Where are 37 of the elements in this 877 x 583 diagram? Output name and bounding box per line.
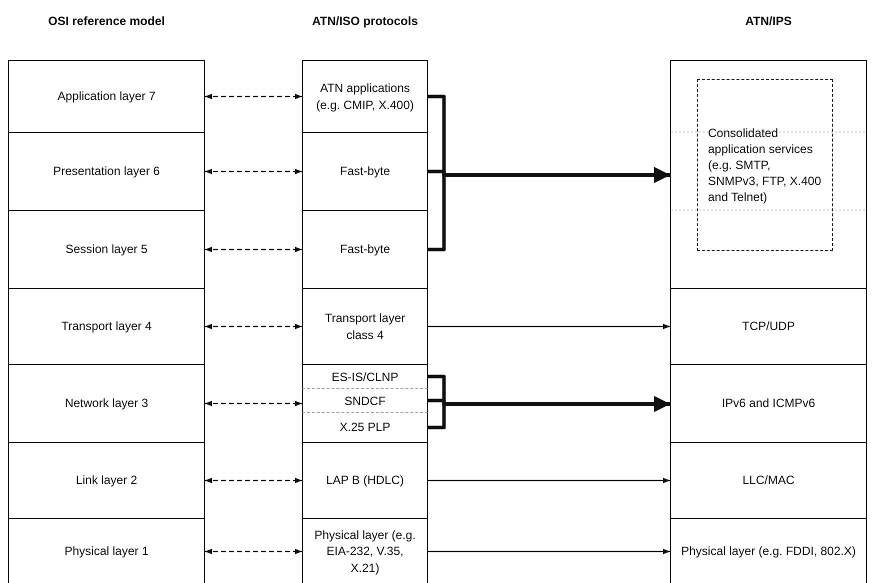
- protocol-cell: ES-IS/CLNP: [302, 364, 428, 389]
- layer-box: Physical layer (e.g. EIA-232, V.35, X.21): [302, 518, 428, 583]
- arrow: [428, 478, 670, 484]
- arrow: [428, 396, 670, 430]
- layer-box: Physical layer (e.g. FDDI, 802.X): [670, 518, 867, 583]
- layer-box: Fast-byte: [302, 210, 428, 289]
- arrow: [205, 400, 302, 406]
- column-heading: ATN/IPS: [744, 14, 793, 28]
- layer-box: [670, 60, 867, 289]
- protocol-cell: X.25 PLP: [302, 412, 428, 443]
- arrow: [428, 167, 670, 252]
- layer-box: Fast-byte: [302, 132, 428, 211]
- arrow: [428, 548, 670, 554]
- layer-box: TCP/UDP: [670, 288, 867, 365]
- layer-box: Transport layer 4: [8, 288, 205, 365]
- arrow: [205, 548, 302, 554]
- column-heading: OSI reference model: [47, 14, 166, 28]
- arrow: [428, 324, 670, 330]
- column-heading: ATN/ISO protocols: [311, 14, 419, 28]
- layer-box: IPv6 and ICMPv6: [670, 364, 867, 443]
- dashed-group-box: Consolidated application services (e.g. SMTP, SNMPv3, FTP, X.400 and Telnet): [697, 79, 833, 251]
- layer-box: Transport layer class 4: [302, 288, 428, 365]
- arrow: [205, 246, 302, 252]
- layer-box: Session layer 5: [8, 210, 205, 289]
- layer-box: Link layer 2: [8, 442, 205, 519]
- layer-box: ATN applications (e.g. CMIP, X.400): [302, 60, 428, 133]
- arrow: [205, 168, 302, 174]
- layer-box: Presentation layer 6: [8, 132, 205, 211]
- arrow: [205, 324, 302, 330]
- layer-box: LLC/MAC: [670, 442, 867, 519]
- protocol-cell: SNDCF: [302, 388, 428, 413]
- layer-box: Application layer 7: [8, 60, 205, 133]
- layer-box: Physical layer 1: [8, 518, 205, 583]
- arrow: [205, 94, 302, 100]
- arrow: [205, 478, 302, 484]
- layer-box: LAP B (HDLC): [302, 442, 428, 519]
- layer-box: Network layer 3: [8, 364, 205, 443]
